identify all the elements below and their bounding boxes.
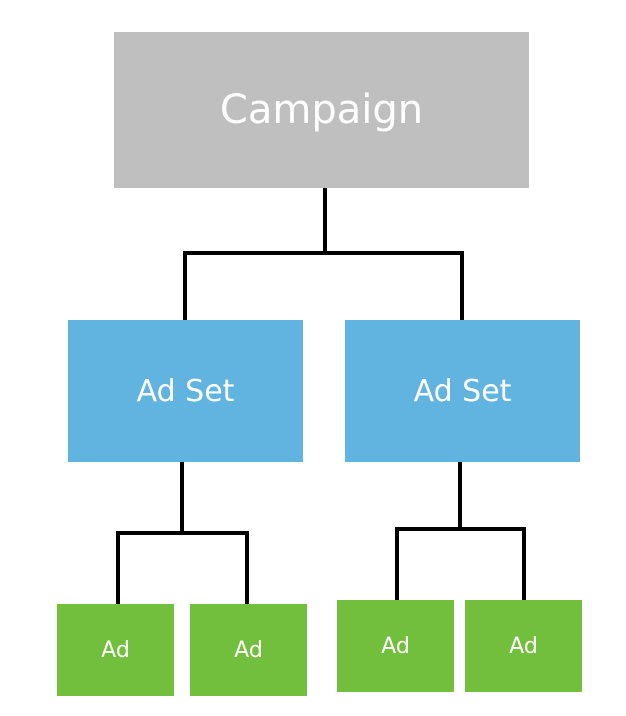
campaign-label: Campaign xyxy=(219,87,424,133)
connector-adset-1-to-ads-bar xyxy=(116,531,249,606)
ad-node-3: Ad xyxy=(337,600,454,692)
connector-adset-2-to-ads-bar xyxy=(395,527,526,602)
adset-node-2: Ad Set xyxy=(345,320,580,462)
ad-node-2: Ad xyxy=(190,604,307,696)
adset-label: Ad Set xyxy=(413,373,512,409)
adset-node-1: Ad Set xyxy=(68,320,303,462)
ad-label: Ad xyxy=(101,637,130,663)
ad-label: Ad xyxy=(381,633,410,659)
ad-node-4: Ad xyxy=(465,600,582,692)
ad-node-1: Ad xyxy=(57,604,174,696)
connector-campaign-to-adsets-bar xyxy=(183,251,464,322)
adset-label: Ad Set xyxy=(136,373,235,409)
campaign-node: Campaign xyxy=(114,32,529,188)
ad-label: Ad xyxy=(234,637,263,663)
ad-label: Ad xyxy=(509,633,538,659)
